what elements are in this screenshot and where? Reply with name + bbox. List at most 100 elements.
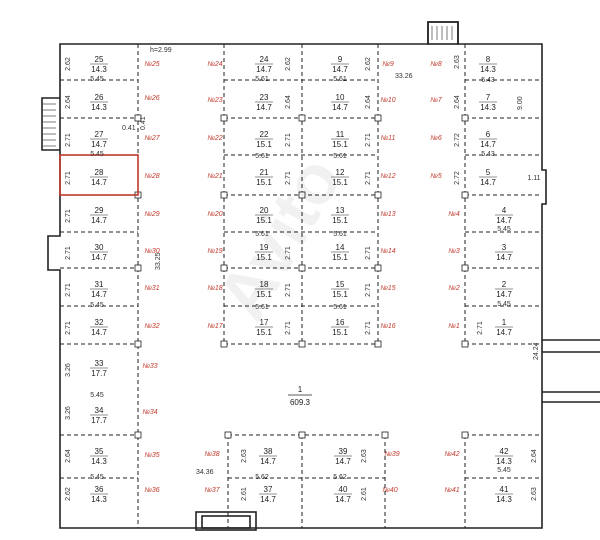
room-mark: №22 bbox=[207, 135, 222, 142]
room-mark: №12 bbox=[380, 173, 395, 180]
dim-33-25: 33.25 bbox=[155, 252, 162, 270]
room-area: 14.7 bbox=[480, 178, 496, 187]
room-mark: №27 bbox=[144, 135, 160, 142]
room-mark: №25 bbox=[144, 61, 159, 68]
selected-room-highlight[interactable] bbox=[59, 154, 139, 196]
dimension-label: 2.63 bbox=[454, 55, 461, 69]
dim-9-00: 9.00 bbox=[517, 96, 524, 110]
room-area: 15.1 bbox=[256, 253, 272, 262]
room-number: 42 bbox=[500, 447, 509, 456]
dimension-label: 2.71 bbox=[285, 133, 292, 147]
room-mark: №40 bbox=[382, 487, 397, 494]
dimension-label: 2.62 bbox=[65, 487, 72, 501]
dimension-label: 5.61 bbox=[255, 76, 269, 83]
room-area: 14.7 bbox=[91, 140, 107, 149]
dimension-label: 2.71 bbox=[365, 283, 372, 297]
room-mark: №31 bbox=[144, 285, 159, 292]
room-area: 14.7 bbox=[335, 457, 351, 466]
room-number: 13 bbox=[336, 206, 345, 215]
room-mark: №9 bbox=[382, 61, 394, 68]
room-number: 30 bbox=[95, 243, 104, 252]
dimension-label: 2.71 bbox=[285, 283, 292, 297]
room-number: 1 bbox=[502, 318, 507, 327]
dimension-label: 5.61 bbox=[255, 153, 269, 160]
dimension-label: 2.72 bbox=[454, 133, 461, 147]
room-area: 14.7 bbox=[496, 253, 512, 262]
dimension-label: 2.64 bbox=[285, 95, 292, 109]
dimension-label: 2.61 bbox=[361, 487, 368, 501]
room-number: 5 bbox=[486, 168, 491, 177]
room-mark: №13 bbox=[380, 211, 395, 218]
room-area: 15.1 bbox=[332, 253, 348, 262]
dimension-label: 2.64 bbox=[65, 95, 72, 109]
dimension-label: 2.71 bbox=[65, 133, 72, 147]
dimension-label: 5.45 bbox=[90, 392, 104, 399]
dimension-label: 5.61 bbox=[255, 304, 269, 311]
dimension-label: 2.71 bbox=[65, 283, 72, 297]
room-mark: №17 bbox=[207, 323, 223, 330]
stairs-left bbox=[42, 103, 56, 147]
room-mark: №4 bbox=[448, 211, 460, 218]
room-area: 14.3 bbox=[496, 457, 512, 466]
room-number: 3 bbox=[502, 243, 507, 252]
room-number: 8 bbox=[486, 55, 491, 64]
room-mark: №20 bbox=[207, 211, 222, 218]
room-mark: №21 bbox=[207, 173, 222, 180]
room-mark: №15 bbox=[380, 285, 395, 292]
room-number: 35 bbox=[95, 447, 104, 456]
dimension-label: 2.71 bbox=[365, 133, 372, 147]
room-number: 33 bbox=[95, 359, 104, 368]
room-mark: №34 bbox=[142, 409, 157, 416]
room-number: 11 bbox=[336, 130, 345, 139]
room-number: 6 bbox=[486, 130, 491, 139]
room-mark: №11 bbox=[381, 135, 396, 142]
room-number: 20 bbox=[260, 206, 269, 215]
room-mark: №30 bbox=[144, 248, 159, 255]
height-note: h=2.99 bbox=[150, 47, 172, 54]
room-area: 14.3 bbox=[91, 457, 107, 466]
room-area: 14.7 bbox=[332, 65, 348, 74]
